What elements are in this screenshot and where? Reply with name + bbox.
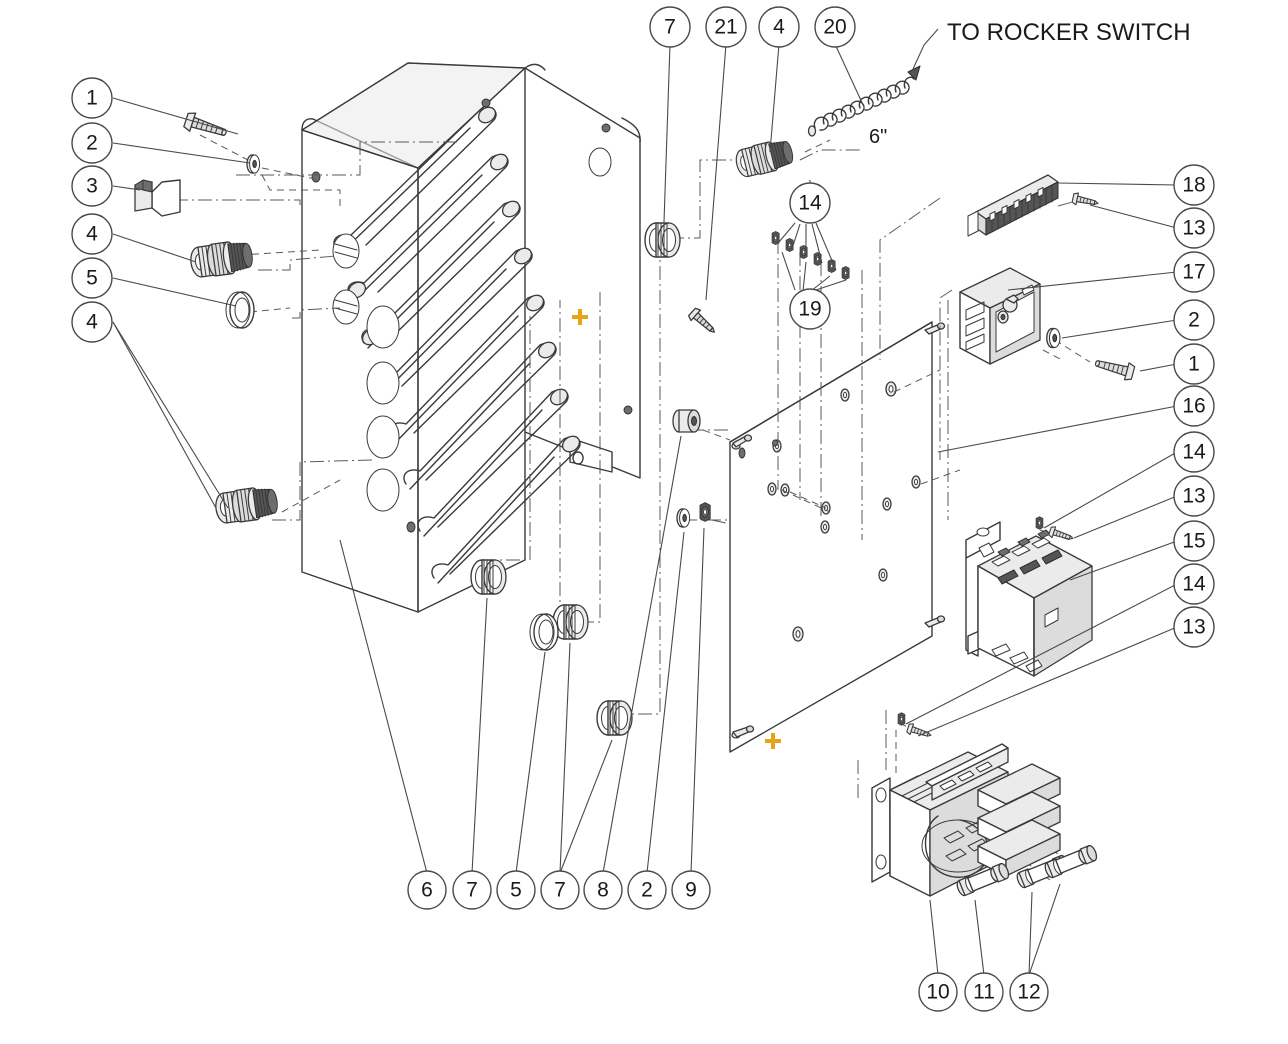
callout-number: 16 bbox=[1182, 395, 1205, 418]
callout-20[interactable]: 20 bbox=[814, 6, 856, 48]
callout-13c[interactable]: 13 bbox=[1173, 606, 1215, 648]
callout-3[interactable]: 3 bbox=[71, 165, 113, 207]
callout-13a[interactable]: 13 bbox=[1173, 207, 1215, 249]
callout-number: 7 bbox=[466, 879, 478, 902]
part-coiled-cable-assembly bbox=[807, 65, 921, 137]
callout-4b[interactable]: 4 bbox=[71, 301, 113, 343]
part-control-backplate bbox=[729, 321, 946, 753]
callout-number: 1 bbox=[86, 87, 98, 110]
callout-2[interactable]: 2 bbox=[71, 122, 113, 164]
part-magnetic-contactor bbox=[965, 521, 1093, 677]
callout-21[interactable]: 21 bbox=[705, 6, 747, 48]
callout-14-center[interactable]: 14 bbox=[789, 182, 831, 224]
callout-number: 8 bbox=[597, 879, 609, 902]
callout-4a[interactable]: 4 bbox=[71, 213, 113, 255]
callout-18[interactable]: 18 bbox=[1173, 164, 1215, 206]
callout-number: 14 bbox=[798, 192, 822, 215]
callout-number: 9 bbox=[685, 879, 697, 902]
part-spacer-standoff bbox=[672, 409, 701, 433]
callout-number: 19 bbox=[798, 298, 821, 321]
callout-group-top: 7 21 4 20 bbox=[649, 6, 856, 48]
callout-number: 14 bbox=[1182, 441, 1206, 464]
callout-19[interactable]: 19 bbox=[789, 288, 831, 330]
callout-number: 7 bbox=[664, 16, 676, 39]
callout-number: 2 bbox=[86, 132, 98, 155]
callout-number: 5 bbox=[86, 267, 98, 290]
callout-number: 13 bbox=[1182, 616, 1205, 639]
callout-number: 1 bbox=[1188, 353, 1200, 376]
callout-6[interactable]: 6 bbox=[407, 870, 447, 910]
part-mounting-clip-bracket bbox=[134, 179, 181, 217]
part-fastener-set-row bbox=[771, 222, 850, 292]
callout-number: 5 bbox=[510, 879, 522, 902]
callout-number: 6 bbox=[421, 879, 433, 902]
callout-number: 2 bbox=[1188, 309, 1200, 332]
center-mark-crosshair-left bbox=[572, 309, 588, 325]
callout-9[interactable]: 9 bbox=[671, 870, 711, 910]
callout-number: 3 bbox=[86, 175, 98, 198]
callout-number: 15 bbox=[1182, 530, 1205, 553]
part-control-relay-block bbox=[959, 267, 1041, 365]
callout-16[interactable]: 16 bbox=[1173, 385, 1215, 427]
center-mark-crosshair-plate bbox=[765, 733, 781, 749]
callout-number: 17 bbox=[1182, 261, 1205, 284]
cable-length-label: 6" bbox=[869, 126, 887, 148]
callout-number: 11 bbox=[973, 981, 995, 1004]
callout-10[interactable]: 10 bbox=[918, 972, 958, 1012]
callout-number: 18 bbox=[1182, 174, 1205, 197]
callout-group-left: 1 2 3 4 5 4 bbox=[71, 77, 113, 343]
callout-number: 13 bbox=[1182, 485, 1205, 508]
callout-number: 4 bbox=[86, 311, 98, 334]
callout-5-bottom[interactable]: 5 bbox=[496, 870, 536, 910]
callout-number: 13 bbox=[1182, 217, 1205, 240]
callout-number: 10 bbox=[926, 981, 949, 1004]
callout-17[interactable]: 17 bbox=[1173, 251, 1215, 293]
callout-2-right[interactable]: 2 bbox=[1173, 299, 1215, 341]
callout-2-bottom[interactable]: 2 bbox=[627, 870, 667, 910]
callout-5[interactable]: 5 bbox=[71, 257, 113, 299]
leader-lines bbox=[112, 43, 1178, 976]
part-sealing-ring-gasket-left bbox=[225, 291, 255, 329]
callout-15[interactable]: 15 bbox=[1173, 520, 1215, 562]
callout-number: 20 bbox=[823, 16, 846, 39]
callout-number: 2 bbox=[641, 879, 653, 902]
callout-7-top[interactable]: 7 bbox=[649, 6, 691, 48]
callout-7a[interactable]: 7 bbox=[452, 870, 492, 910]
callout-14b[interactable]: 14 bbox=[1173, 563, 1215, 605]
callout-11[interactable]: 11 bbox=[964, 972, 1004, 1012]
callout-number: 21 bbox=[714, 16, 737, 39]
callout-12[interactable]: 12 bbox=[1009, 972, 1049, 1012]
rocker-switch-label: TO ROCKER SWITCH bbox=[947, 19, 1191, 46]
callout-number: 7 bbox=[554, 879, 566, 902]
callout-14a[interactable]: 14 bbox=[1173, 431, 1215, 473]
callout-number: 12 bbox=[1017, 981, 1040, 1004]
callout-group-bottom: 6 7 5 7 8 2 9 bbox=[407, 870, 711, 910]
callout-8[interactable]: 8 bbox=[583, 870, 623, 910]
callout-number: 4 bbox=[86, 223, 98, 246]
callout-1-right[interactable]: 1 bbox=[1173, 343, 1215, 385]
part-heater-element-housing-bracket bbox=[301, 62, 641, 613]
part-control-transformer bbox=[871, 743, 1061, 897]
callout-13b[interactable]: 13 bbox=[1173, 475, 1215, 517]
rocker-switch-leader bbox=[912, 28, 939, 70]
part-sealing-ring-gasket-mid bbox=[529, 613, 559, 651]
callout-group-bottom-right: 10 11 12 bbox=[918, 972, 1049, 1012]
callout-group-right: 18 13 17 2 1 16 14 13 15 14 13 bbox=[1173, 164, 1215, 648]
callout-number: 4 bbox=[773, 16, 785, 39]
callout-4-top[interactable]: 4 bbox=[758, 6, 800, 48]
callout-1[interactable]: 1 bbox=[71, 77, 113, 119]
callout-7b[interactable]: 7 bbox=[540, 870, 580, 910]
part-terminal-block-strip bbox=[967, 174, 1059, 237]
callout-group-center: 14 19 bbox=[789, 182, 831, 330]
callout-number: 14 bbox=[1182, 573, 1206, 596]
